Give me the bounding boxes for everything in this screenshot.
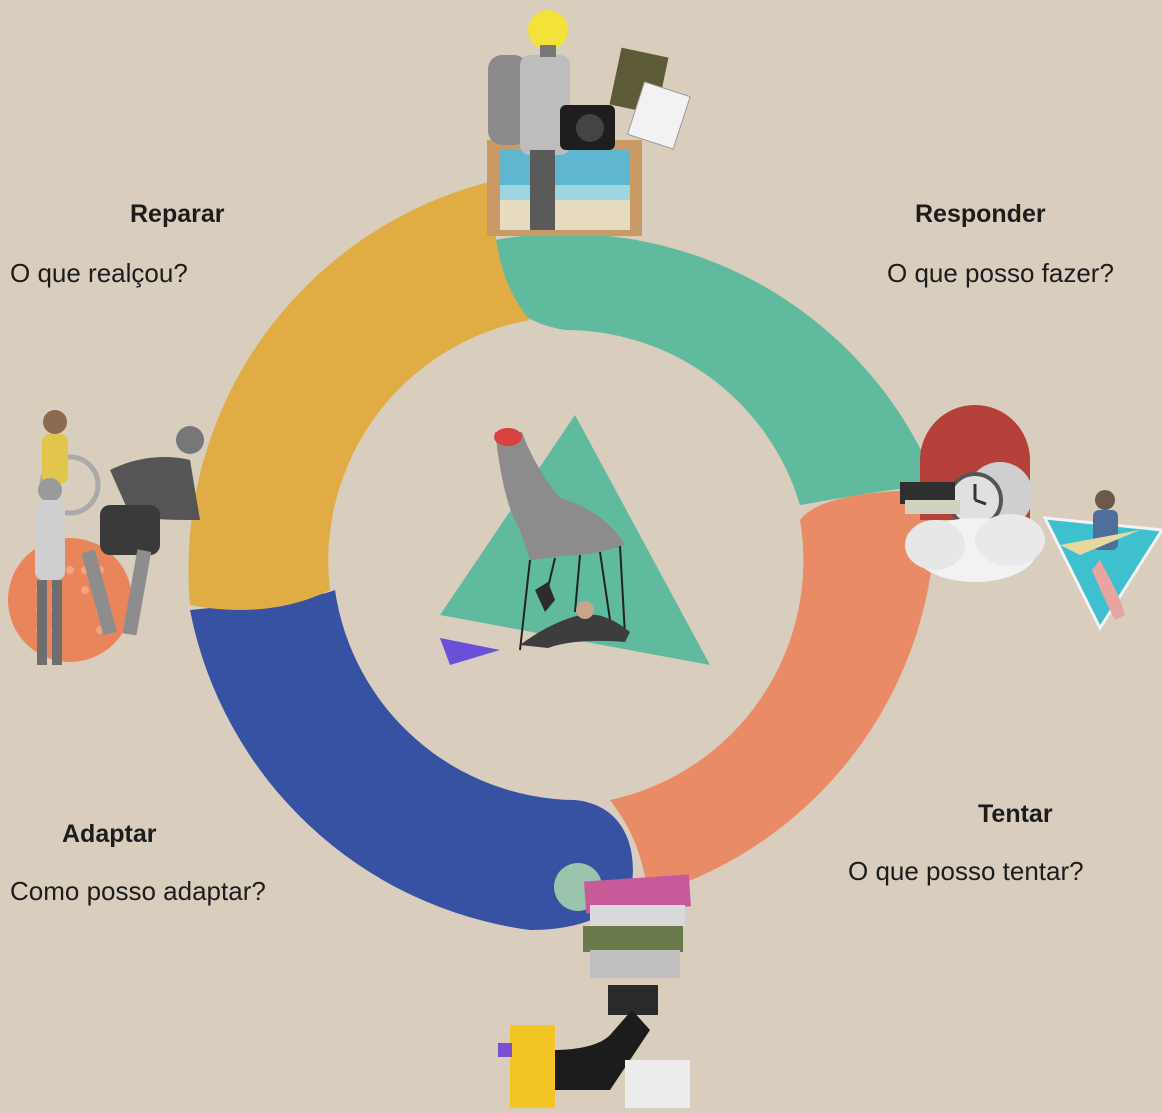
segment-tentar xyxy=(610,490,936,895)
hand-shape xyxy=(495,432,625,560)
stage-question-responder: O que posso fazer? xyxy=(887,258,1114,288)
clock-cloud-illustration xyxy=(900,405,1045,582)
paper-plane-illustration xyxy=(1042,490,1162,632)
traveler-camera-illustration xyxy=(487,10,691,236)
stage-title-reparar: Reparar xyxy=(130,200,225,228)
stage-question-reparar: O que realçou? xyxy=(10,258,188,288)
stage-title-adaptar: Adaptar xyxy=(62,820,157,848)
stage-question-adaptar: Como posso adaptar? xyxy=(10,876,266,906)
stage-title-tentar: Tentar xyxy=(978,800,1053,828)
segment-responder xyxy=(495,233,935,506)
purple-triangle xyxy=(440,638,500,665)
books-stack-illustration xyxy=(498,863,691,1108)
puppet-figure xyxy=(520,614,630,648)
segment-adaptar xyxy=(190,590,633,930)
stage-question-tentar: O que posso tentar? xyxy=(848,856,1084,886)
stage-title-responder: Responder xyxy=(915,200,1046,228)
segment-reparar xyxy=(188,183,531,610)
hand-red-tip xyxy=(494,428,522,446)
family-playing-illustration xyxy=(8,410,204,665)
puppet-hand-illustration xyxy=(440,415,710,665)
